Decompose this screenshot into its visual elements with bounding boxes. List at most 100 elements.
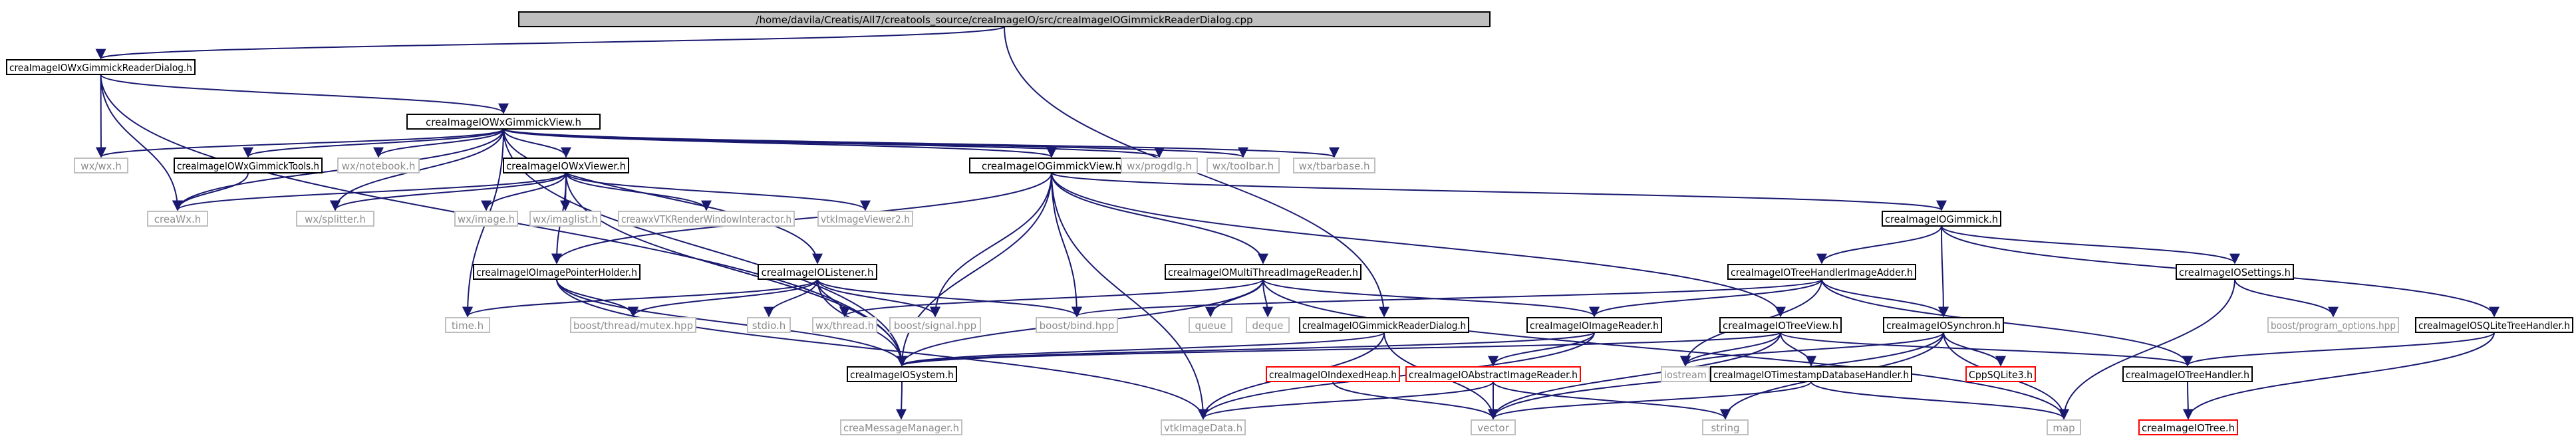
- node-label: creaImageIOListener.h: [762, 267, 874, 278]
- node-label: creaImageIOWxGimmickReaderDialog.h: [9, 62, 192, 74]
- node-vtkviewer2[interactable]: vtkImageViewer2.h: [817, 211, 913, 227]
- node-box: [1293, 158, 1375, 173]
- node-thadder[interactable]: creaImageIOTreeHandlerImageAdder.h: [1727, 264, 1916, 280]
- node-msgmgr[interactable]: creaMessageManager.h: [840, 419, 962, 435]
- node-label: creaImageIOGimmickReaderDialog.h: [1302, 320, 1466, 332]
- node-box: [2138, 419, 2238, 435]
- edge-thadder-to-treehandler: [1821, 278, 2193, 367]
- node-box: [6, 59, 196, 75]
- node-gimmick[interactable]: creaImageIOGimmick.h: [1882, 211, 2001, 227]
- node-box: [747, 317, 791, 333]
- edge-synchron-to-cppsqlite: [1943, 332, 2006, 367]
- node-progopts[interactable]: boost/program_options.hpp: [2267, 317, 2399, 333]
- node-imgreader[interactable]: creaImageIOImageReader.h: [1526, 317, 1662, 333]
- edge-wxview-to-wxtools: [243, 128, 504, 158]
- node-label: creaMessageManager.h: [843, 422, 959, 434]
- edge-mtreader-to-imgreader: [1262, 278, 1600, 318]
- node-string[interactable]: string: [1702, 419, 1749, 435]
- node-stdio[interactable]: stdio.h: [747, 317, 791, 333]
- node-wxwx[interactable]: wx/wx.h: [74, 158, 128, 173]
- node-wxdialog[interactable]: creaImageIOWxGimmickReaderDialog.h: [6, 59, 196, 75]
- node-mtreader[interactable]: creaImageIOMultiThreadImageReader.h: [1165, 264, 1361, 280]
- node-signal[interactable]: boost/signal.hpp: [889, 317, 981, 333]
- node-wxview[interactable]: creaImageIOWxGimmickView.h: [406, 114, 601, 130]
- edge-sqlite-to-tree: [2183, 332, 2495, 420]
- node-tsdb[interactable]: creaImageIOTimestampDatabaseHandler.h: [1710, 366, 1912, 382]
- node-box: [817, 211, 913, 227]
- edge-ptrholder-to-vtkimagedata: [556, 278, 1209, 420]
- node-deque[interactable]: deque: [1246, 317, 1290, 333]
- node-creawx[interactable]: creaWx.h: [147, 211, 208, 227]
- node-wxthread[interactable]: wx/thread.h: [812, 317, 877, 333]
- node-box: [2176, 264, 2294, 280]
- node-vtkimagedata[interactable]: vtkImageData.h: [1161, 419, 1246, 435]
- edge-settings-to-map: [2059, 278, 2235, 420]
- edge-wxviewer-to-rwi: [565, 172, 712, 211]
- edge-wxdialog-to-wxwx: [95, 74, 106, 158]
- node-treeview[interactable]: creaImageIOTreeView.h: [1719, 317, 1842, 333]
- edge-wxviewer-to-splitter: [330, 172, 567, 211]
- node-vector[interactable]: vector: [1471, 419, 1516, 435]
- node-box: [74, 158, 128, 173]
- node-toolbar[interactable]: wx/toolbar.h: [1207, 158, 1280, 173]
- node-notebook[interactable]: wx/notebook.h: [337, 158, 420, 173]
- node-synchron[interactable]: creaImageIOSynchron.h: [1883, 317, 2004, 333]
- node-label: creaImageIOWxViewer.h: [506, 160, 626, 172]
- edge-wxtools-to-creawx: [172, 172, 249, 211]
- node-absreader[interactable]: creaImageIOAbstractImageReader.h: [1405, 366, 1581, 382]
- node-treehandler[interactable]: creaImageIOTreeHandler.h: [2122, 366, 2253, 382]
- node-box: [2267, 317, 2399, 333]
- node-progdlg[interactable]: wx/progdlg.h: [1121, 158, 1198, 173]
- edge-thadder-to-synchron: [1821, 278, 1949, 318]
- node-label: time.h: [452, 320, 484, 332]
- node-label: creaImageIOTreeHandlerImageAdder.h: [1731, 267, 1913, 278]
- edge-gimmick-to-synchron: [1937, 225, 1949, 318]
- edge-treeview-to-iostream: [1680, 332, 1781, 367]
- node-splitter[interactable]: wx/splitter.h: [296, 211, 374, 227]
- node-box: [1266, 366, 1400, 382]
- node-mutex[interactable]: boost/thread/mutex.hpp: [570, 317, 696, 333]
- node-cppsqlite[interactable]: CppSQLite3.h: [1965, 366, 2036, 382]
- edge-gview-to-treeview: [1051, 172, 1786, 318]
- node-label: string: [1711, 422, 1739, 434]
- edge-treeview-to-tsdb: [1780, 332, 1816, 367]
- node-tbarbase[interactable]: wx/tbarbase.h: [1293, 158, 1375, 173]
- node-timeh[interactable]: time.h: [445, 317, 490, 333]
- node-box: [1661, 366, 1710, 382]
- node-tree[interactable]: creaImageIOTree.h: [2138, 419, 2238, 435]
- edge-listener-to-signal: [817, 278, 940, 318]
- node-root[interactable]: /home/davila/Creatis/All7/creatools_sour…: [518, 11, 1491, 27]
- node-sqlite[interactable]: creaImageIOSQLiteTreeHandler.h: [2415, 317, 2573, 333]
- node-listener[interactable]: creaImageIOListener.h: [758, 264, 877, 280]
- node-ptrholder[interactable]: creaImageIOImagePointerHolder.h: [473, 264, 641, 280]
- node-box: [445, 317, 490, 333]
- edge-ptrholder-to-mutex: [556, 278, 639, 318]
- node-label: CppSQLite3.h: [1969, 369, 2033, 381]
- node-iheap[interactable]: creaImageIOIndexedHeap.h: [1266, 366, 1400, 382]
- node-imaglist[interactable]: wx/imaglist.h: [529, 211, 601, 227]
- node-box: [618, 211, 795, 227]
- node-wxviewer[interactable]: creaImageIOWxViewer.h: [503, 158, 629, 173]
- node-wximage[interactable]: wx/image.h: [454, 211, 518, 227]
- node-box: [337, 158, 420, 173]
- node-settings[interactable]: creaImageIOSettings.h: [2176, 264, 2294, 280]
- node-rwi[interactable]: creawxVTKRenderWindowInteractor.h: [618, 211, 795, 227]
- node-box: [174, 158, 323, 173]
- node-gview[interactable]: creaImageIOGimmickView.h: [969, 158, 1134, 173]
- node-gdialog[interactable]: creaImageIOGimmickReaderDialog.h: [1299, 317, 1469, 333]
- node-system[interactable]: creaImageIOSystem.h: [847, 366, 957, 382]
- node-box: [1165, 264, 1361, 280]
- node-box: [1299, 317, 1469, 333]
- edge-thadder-to-bind: [1072, 278, 1822, 318]
- node-map[interactable]: map: [2047, 419, 2081, 435]
- node-wxtools[interactable]: creaImageIOWxGimmickTools.h: [174, 158, 323, 173]
- edge-treeview-to-treehandler: [1780, 332, 2193, 367]
- node-queue[interactable]: queue: [1189, 317, 1232, 333]
- node-label: boost/bind.hpp: [1040, 320, 1115, 332]
- node-iostream[interactable]: iostream: [1661, 366, 1710, 382]
- node-bind[interactable]: boost/bind.hpp: [1036, 317, 1118, 333]
- node-label: creawxVTKRenderWindowInteractor.h: [621, 213, 791, 225]
- edge-treeview-to-vector: [1488, 332, 1781, 420]
- edge-gview-to-vtkimagedata: [1051, 172, 1209, 420]
